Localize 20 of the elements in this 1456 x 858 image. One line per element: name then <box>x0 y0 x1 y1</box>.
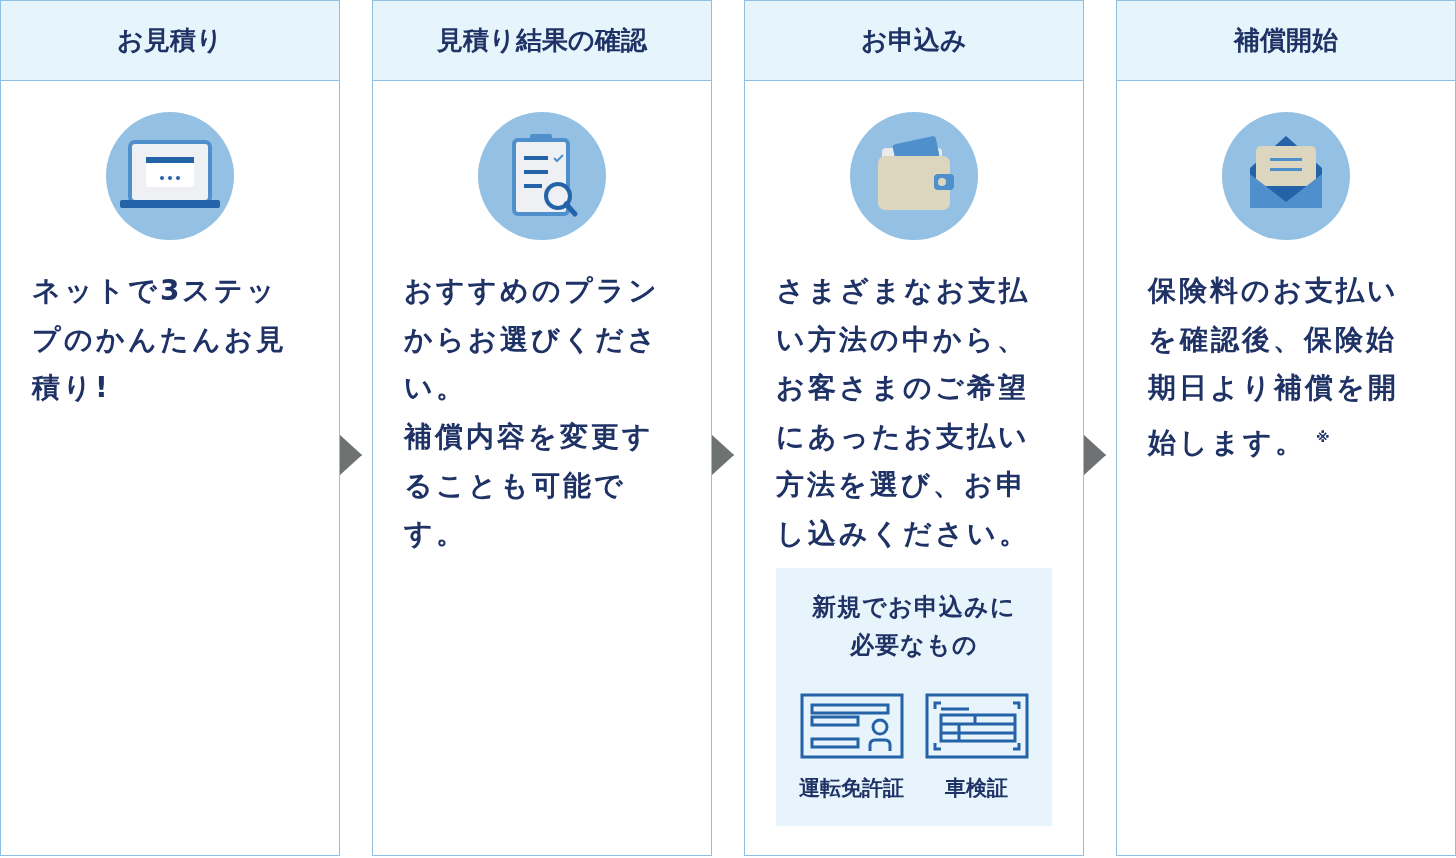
step-heading: お申込み <box>861 24 967 57</box>
step-column <box>372 0 712 856</box>
panel-heading: 新規でお申込みに必要なもの <box>812 593 1016 659</box>
requirements-panel <box>776 568 1052 826</box>
step-description: ネットで3ステップのかんたんお見積り! <box>32 273 288 406</box>
step-column <box>1116 0 1456 856</box>
step-column <box>744 0 1084 856</box>
step-heading: お見積り <box>117 24 223 57</box>
step-description: 補償内容を変更することも可能です。 <box>404 419 655 552</box>
step-description: おすすめのプランからお選びください。 <box>404 273 661 406</box>
step-heading: 補償開始 <box>1234 24 1338 57</box>
step-description: 保険料のお支払いを確認後、保険始期日より補償を開始します。$^{※}$ <box>1148 273 1400 461</box>
arrow <box>339 435 363 475</box>
step-heading: 見積り結果の確認 <box>437 24 647 57</box>
card-caption: 車検証 <box>943 775 1009 802</box>
arrow <box>711 435 735 475</box>
arrow <box>1083 435 1107 475</box>
step-description: さまざまなお支払い方法の中から、お客さまのご希望にあったお支払い方法を選び、お申し込みください。 <box>776 273 1031 552</box>
step-column <box>0 0 340 856</box>
card-caption: 運転免許証 <box>797 775 905 802</box>
